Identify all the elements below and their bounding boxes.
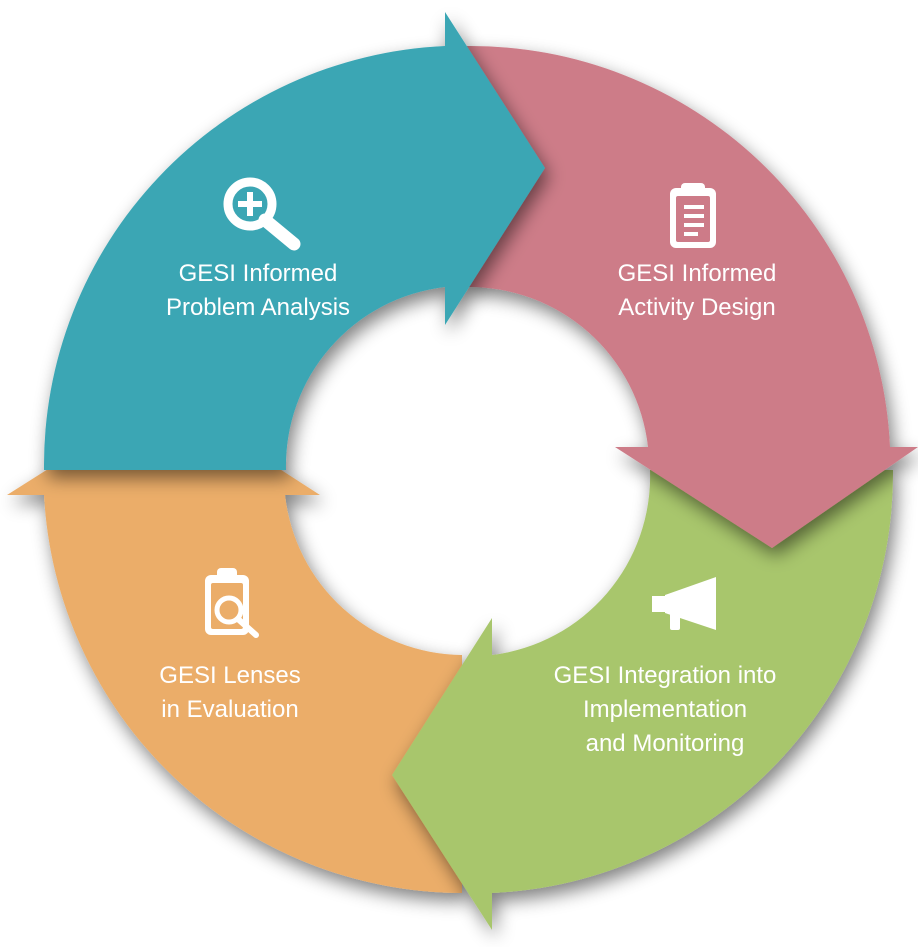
stage-label-line: Implementation bbox=[582, 696, 748, 723]
clipboard-icon bbox=[670, 183, 716, 248]
stage-label-analysis: GESI Informed Problem Analysis bbox=[133, 257, 383, 325]
clipboard-search-icon bbox=[205, 568, 259, 638]
stage-label-line: Activity Design bbox=[618, 294, 776, 321]
stage-label-evaluation: GESI Lenses in Evaluation bbox=[115, 659, 345, 727]
stage-label-line: in Evaluation bbox=[161, 696, 299, 723]
stage-label-design: GESI Informed Activity Design bbox=[572, 257, 822, 325]
magnifier-plus-icon bbox=[223, 177, 301, 251]
stage-label-line: GESI Informed bbox=[178, 260, 338, 287]
stage-label-line: and Monitoring bbox=[585, 730, 745, 757]
stage-label-implementation: GESI Integration into Implementation and… bbox=[530, 659, 800, 761]
stage-label-line: GESI Lenses bbox=[159, 662, 301, 689]
stage-label-line: GESI Integration into bbox=[553, 662, 777, 689]
stage-label-line: Problem Analysis bbox=[165, 294, 351, 321]
megaphone-icon bbox=[652, 577, 716, 630]
implementation-arrow bbox=[392, 470, 894, 930]
evaluation-arrow bbox=[7, 395, 462, 893]
stage-label-line: GESI Informed bbox=[617, 260, 777, 287]
design-arrow bbox=[467, 45, 918, 549]
